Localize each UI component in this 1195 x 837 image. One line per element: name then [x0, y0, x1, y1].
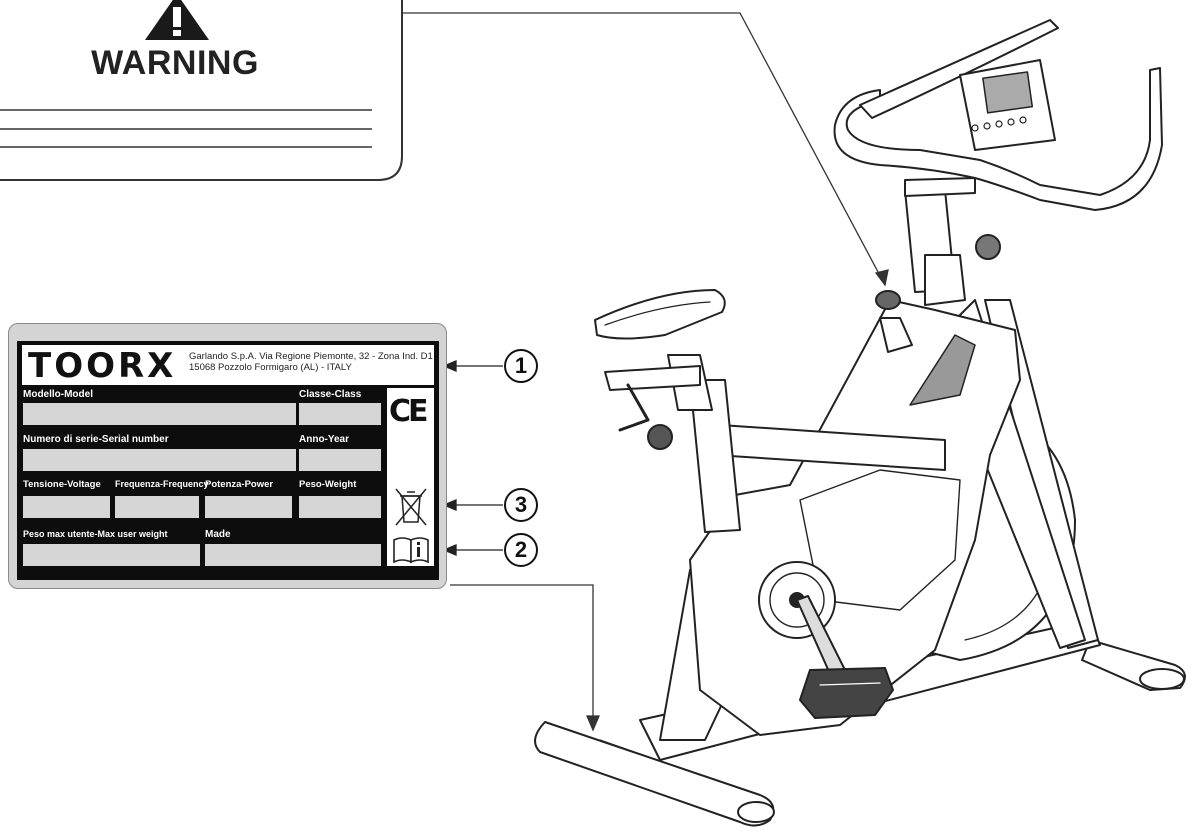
manufacturer-address: Garlando S.p.A. Via Regione Piemonte, 32… [189, 351, 433, 373]
exercise-bike [534, 19, 1186, 827]
label-max-user-weight: Peso max utente-Max user weight [23, 529, 168, 539]
label-voltage: Tensione-Voltage [23, 479, 101, 490]
field-max-user-weight [23, 544, 200, 566]
callout-3: 3 [504, 488, 538, 522]
brand-logo: TOORX [28, 346, 177, 386]
rating-plate-body: TOORX Garlando S.p.A. Via Regione Piemon… [17, 341, 439, 580]
callout-1: 1 [504, 349, 538, 383]
field-weight [299, 496, 381, 518]
leader-line-plate [450, 584, 600, 732]
leader-line-warning [402, 12, 889, 287]
field-class [299, 403, 381, 425]
label-frequency: Frequenza-Frequency [115, 479, 209, 489]
field-power [205, 496, 292, 518]
field-year [299, 449, 381, 471]
rating-plate: TOORX Garlando S.p.A. Via Regione Piemon… [8, 323, 447, 589]
field-frequency [115, 496, 199, 518]
label-class: Classe-Class [299, 389, 362, 400]
ce-mark-icon: CE [389, 394, 428, 429]
warning-title: WARNING [91, 44, 259, 82]
label-weight: Peso-Weight [299, 479, 357, 490]
weee-bin-icon [395, 488, 427, 526]
label-year: Anno-Year [299, 434, 350, 445]
field-model [23, 403, 296, 425]
warning-triangle-icon [145, 0, 209, 40]
field-serial [23, 449, 296, 471]
field-made [205, 544, 381, 566]
label-model: Modello-Model [23, 389, 93, 400]
label-serial: Numero di serie-Serial number [23, 434, 169, 445]
plate-header: TOORX Garlando S.p.A. Via Regione Piemon… [22, 345, 434, 386]
callout-leaders [442, 360, 503, 556]
callout-2: 2 [504, 533, 538, 567]
warning-label [0, 0, 403, 181]
field-voltage [23, 496, 110, 518]
plate-symbols-column: CE [387, 388, 434, 566]
manual-info-icon [393, 537, 429, 564]
label-power: Potenza-Power [205, 479, 274, 490]
label-made: Made [205, 529, 231, 540]
